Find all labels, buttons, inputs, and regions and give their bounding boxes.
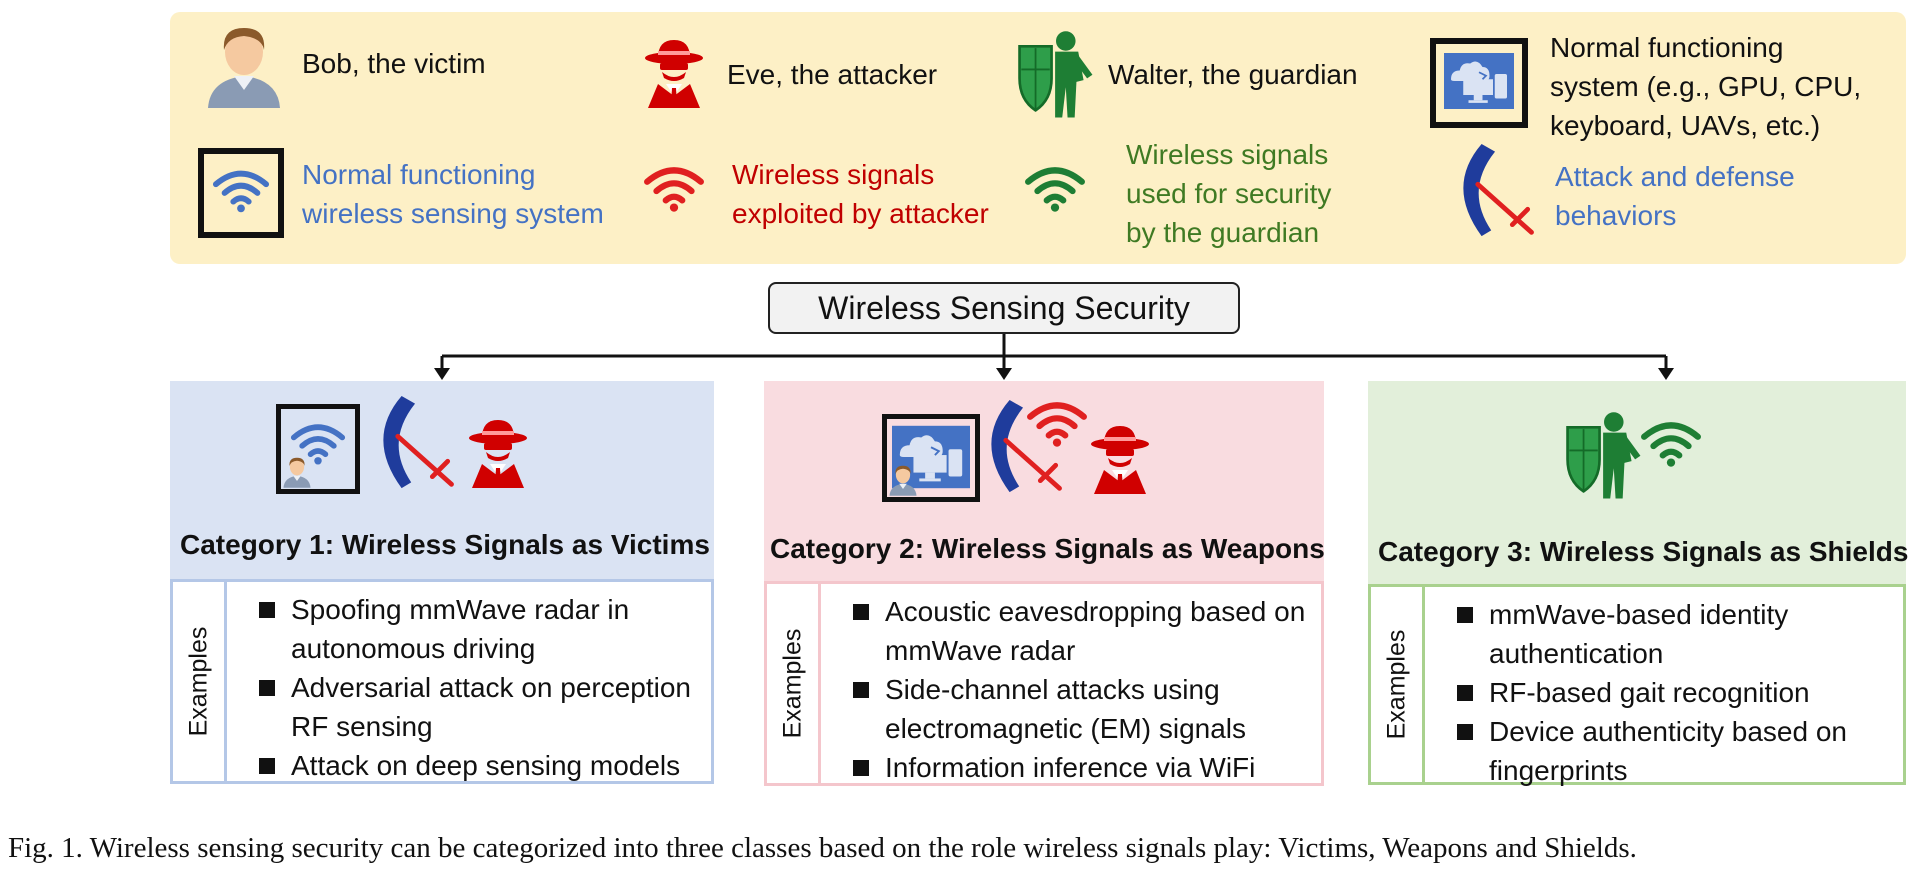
legend-walter-label: Walter, the guardian — [1108, 59, 1358, 90]
examples-label: Examples — [767, 584, 821, 783]
legend-guardian-signals-label: Wireless signals used for security by th… — [1126, 139, 1332, 248]
category-2-title: Category 2: Wireless Signals as Weapons — [770, 533, 1325, 564]
examples-label: Examples — [173, 582, 227, 781]
example-item: RF-based gait recognition — [1439, 673, 1897, 712]
spy-icon — [468, 418, 528, 488]
example-item: Device authenticity based on fingerprint… — [1439, 712, 1897, 790]
sword-shield-icon — [370, 396, 462, 492]
legend-bob-label: Bob, the victim — [302, 48, 486, 79]
examples-label: Examples — [1371, 587, 1425, 782]
person-icon — [282, 456, 312, 488]
legend-system-label: Normal functioning system (e.g., GPU, CP… — [1550, 32, 1862, 141]
system-icon-frame — [1430, 38, 1528, 128]
category-1-panel — [170, 381, 714, 579]
category-2-examples: Examples Acoustic eavesdropping based on… — [764, 581, 1324, 786]
example-item: Side-channel attacks using electromagnet… — [835, 670, 1315, 748]
legend-sensing-system-label: Normal functioning wireless sensing syst… — [302, 159, 604, 229]
legend-behaviors-label: Attack and defense behaviors — [1555, 161, 1795, 231]
wifi-icon — [1026, 400, 1088, 448]
spy-icon — [1090, 424, 1150, 494]
tree-connectors — [434, 334, 1674, 380]
legend-eve-label: Eve, the attacker — [727, 59, 938, 90]
example-item: Acoustic eavesdropping based on mmWave r… — [835, 592, 1315, 670]
category-1-examples: Examples Spoofing mmWave radar in autono… — [170, 579, 714, 784]
example-item: mmWave-based identity authentication — [1439, 595, 1897, 673]
person-icon — [888, 464, 918, 496]
example-item: Spoofing mmWave radar in autonomous driv… — [241, 590, 705, 668]
category-3-panel — [1368, 381, 1906, 584]
category-3-title: Category 3: Wireless Signals as Shields — [1378, 536, 1909, 567]
wifi-icon — [1640, 420, 1702, 468]
example-item: Information inference via WiFi — [835, 748, 1315, 787]
root-node: Wireless Sensing Security — [768, 282, 1240, 334]
example-item: Attack on deep sensing models — [241, 746, 705, 785]
cat2-icon-frame — [882, 414, 980, 502]
category-3-examples: Examples mmWave-based identity authentic… — [1368, 584, 1906, 786]
example-item: Adversarial attack on perception RF sens… — [241, 668, 705, 746]
sensing-system-icon-frame — [198, 148, 284, 238]
legend-attacker-signals-label: Wireless signals exploited by attacker — [732, 159, 989, 229]
category-1-title: Category 1: Wireless Signals as Victims — [180, 529, 710, 560]
category-2-panel — [764, 381, 1324, 581]
figure-caption: Fig. 1. Wireless sensing security can be… — [8, 832, 1637, 864]
knight-shield-icon — [1564, 404, 1644, 504]
